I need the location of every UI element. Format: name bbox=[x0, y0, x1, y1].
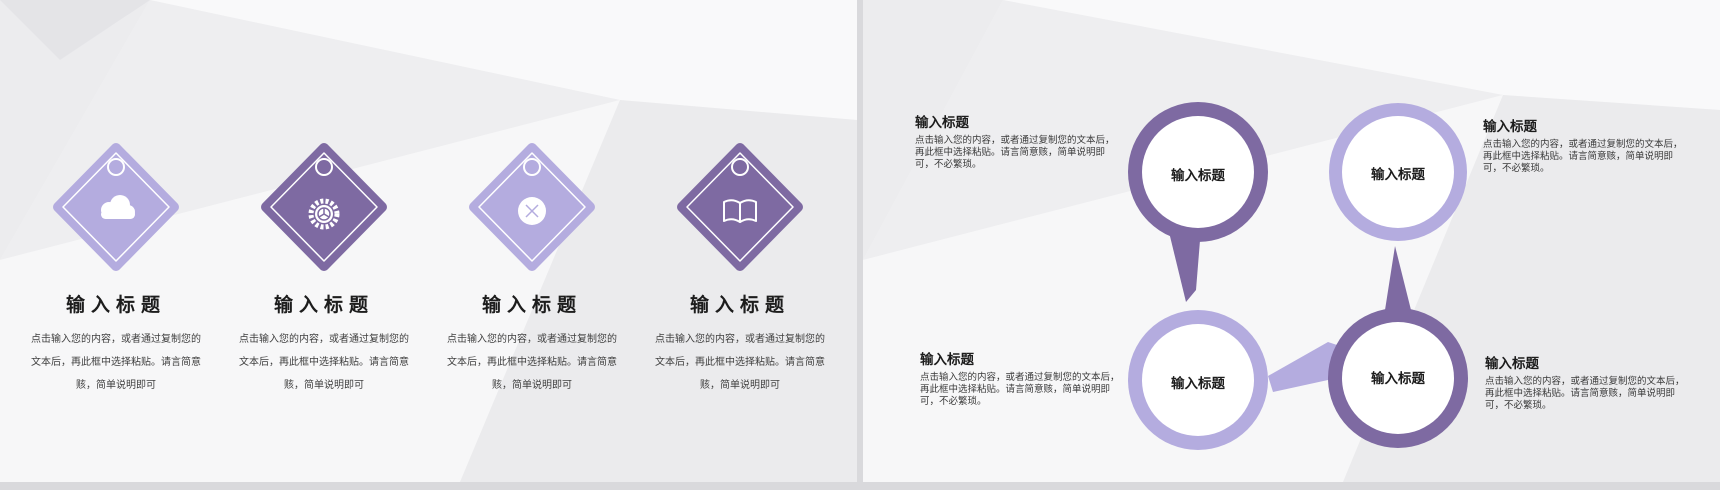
card-desc-line: 文本后，再此框中选择粘贴。请言简意 bbox=[447, 357, 617, 368]
connector-arrow-2 bbox=[1168, 228, 1201, 302]
card-title-1: 输入标题 bbox=[65, 294, 166, 316]
card-title-3: 输入标题 bbox=[481, 294, 582, 316]
desc-line: 再此框中选择粘贴。请言简意赅，简单说明即 bbox=[1483, 151, 1674, 162]
text-block-desc-4: 点击输入您的内容，或者通过复制您的文本后， 再此框中选择粘贴。请言简意赅，简单说… bbox=[1485, 376, 1690, 412]
text-block-title-4: 输入标题 bbox=[1485, 356, 1539, 372]
slide-right: 输入标题 输入标题 输入标题 输入标题 输入标题 点击输入您的内容，或者通过复制… bbox=[863, 0, 1720, 482]
card-diamond-3 bbox=[469, 143, 595, 271]
card-diamond-1 bbox=[53, 143, 179, 271]
card-desc-line: 点击输入您的内容，或者通过复制您的 bbox=[655, 334, 825, 345]
card-desc-line: 点击输入您的内容，或者通过复制您的 bbox=[447, 334, 617, 345]
desc-line: 点击输入您的内容，或者通过复制您的文本后， bbox=[915, 135, 1115, 146]
text-block-title-3: 输入标题 bbox=[920, 352, 974, 368]
gear-icon bbox=[308, 198, 340, 230]
book-icon bbox=[723, 199, 757, 223]
card-desc-4: 点击输入您的内容，或者通过复制您的 文本后，再此框中选择粘贴。请言简意 赅，简单… bbox=[650, 328, 830, 397]
text-block-desc-2: 点击输入您的内容，或者通过复制您的文本后， 再此框中选择粘贴。请言简意赅，简单说… bbox=[1483, 139, 1688, 175]
card-title-2: 输入标题 bbox=[273, 294, 374, 316]
card-title-4: 输入标题 bbox=[689, 294, 790, 316]
desc-line: 点击输入您的内容，或者通过复制您的文本后， bbox=[1483, 139, 1683, 150]
circle-2-inner bbox=[1342, 116, 1454, 228]
desc-line: 点击输入您的内容，或者通过复制您的文本后， bbox=[920, 372, 1120, 383]
connector-arrow-3 bbox=[1385, 246, 1413, 318]
slide-left: 输入标题 点击输入您的内容，或者通过复制您的 文本后，再此框中选择粘贴。请言简意… bbox=[0, 0, 857, 482]
card-diamond-4 bbox=[677, 143, 803, 271]
card-desc-line: 文本后，再此框中选择粘贴。请言简意 bbox=[655, 357, 825, 368]
circle-4-inner bbox=[1342, 322, 1454, 434]
card-desc-line: 文本后，再此框中选择粘贴。请言简意 bbox=[239, 357, 409, 368]
desc-line: 再此框中选择粘贴。请言简意赅，简单说明即 bbox=[1485, 388, 1676, 399]
card-desc-1: 点击输入您的内容，或者通过复制您的 文本后，再此框中选择粘贴。请言简意 赅，简单… bbox=[26, 328, 206, 397]
card-desc-line: 点击输入您的内容，或者通过复制您的 bbox=[239, 334, 409, 345]
desc-line: 可，不必繁琐。 bbox=[920, 396, 987, 407]
card-diamond-2 bbox=[261, 143, 387, 271]
close-icon bbox=[518, 197, 546, 225]
desc-line: 可，不必繁琐。 bbox=[1485, 400, 1552, 411]
cloud-icon bbox=[101, 195, 135, 219]
text-block-title-2: 输入标题 bbox=[1483, 119, 1537, 135]
circle-1-inner bbox=[1142, 116, 1254, 228]
desc-line: 点击输入您的内容，或者通过复制您的文本后， bbox=[1485, 376, 1685, 387]
text-block-desc-1: 点击输入您的内容，或者通过复制您的文本后， 再此框中选择粘贴。请言简意赅，简单说… bbox=[915, 135, 1120, 171]
circle-label-3: 输入标题 bbox=[1171, 376, 1225, 392]
card-desc-3: 点击输入您的内容，或者通过复制您的 文本后，再此框中选择粘贴。请言简意 赅，简单… bbox=[442, 328, 622, 397]
circle-label-1: 输入标题 bbox=[1171, 168, 1225, 184]
circle-label-4: 输入标题 bbox=[1371, 371, 1425, 387]
text-block-desc-3: 点击输入您的内容，或者通过复制您的文本后， 再此框中选择粘贴。请言简意赅，简单说… bbox=[920, 372, 1125, 408]
card-desc-line: 文本后，再此框中选择粘贴。请言简意 bbox=[31, 357, 201, 368]
circle-3-inner bbox=[1142, 324, 1254, 436]
card-desc-line: 点击输入您的内容，或者通过复制您的 bbox=[31, 334, 201, 345]
desc-line: 可，不必繁琐。 bbox=[915, 159, 982, 170]
desc-line: 再此框中选择粘贴。请言简意赅，简单说明即 bbox=[920, 384, 1111, 395]
card-desc-line: 赅，简单说明即可 bbox=[700, 380, 780, 391]
card-desc-line: 赅，简单说明即可 bbox=[492, 380, 572, 391]
card-desc-line: 赅，简单说明即可 bbox=[284, 380, 364, 391]
card-desc-2: 点击输入您的内容，或者通过复制您的 文本后，再此框中选择粘贴。请言简意 赅，简单… bbox=[234, 328, 414, 397]
card-desc-line: 赅，简单说明即可 bbox=[76, 380, 156, 391]
desc-line: 可，不必繁琐。 bbox=[1483, 163, 1550, 174]
process-diagram bbox=[1128, 102, 1468, 450]
desc-line: 再此框中选择粘贴。请言简意赅，简单说明即 bbox=[915, 147, 1106, 158]
circle-label-2: 输入标题 bbox=[1371, 167, 1425, 183]
text-block-title-1: 输入标题 bbox=[915, 115, 969, 131]
